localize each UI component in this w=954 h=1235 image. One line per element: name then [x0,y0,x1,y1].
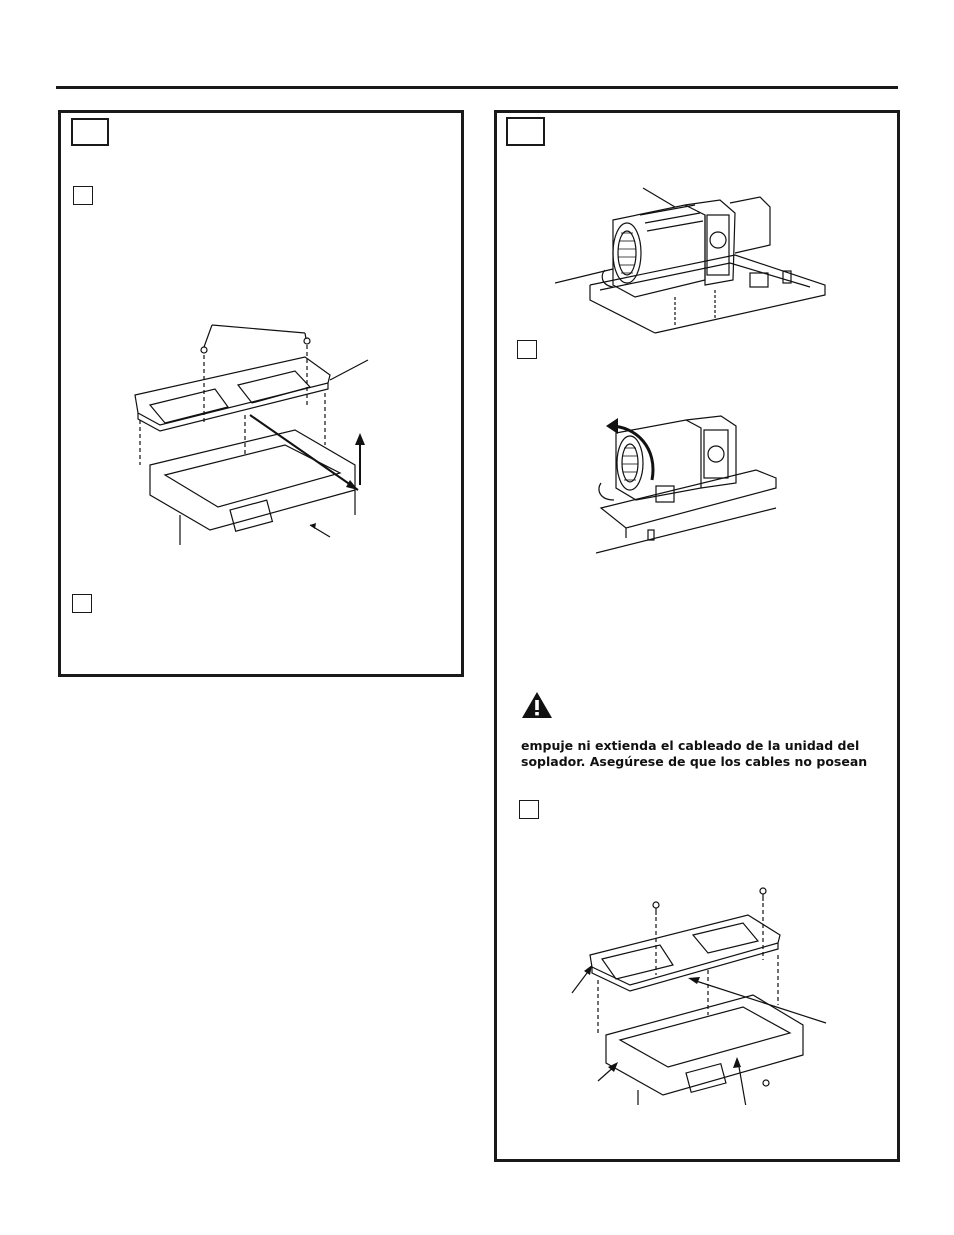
mounting-plate-install-illustration [571,887,827,1105]
substep-box-left-2 [72,594,92,613]
warning-line-1: empuje ni extienda el cableado de la uni… [521,738,860,753]
substep-box-right-2 [519,800,539,819]
substep-box-left-1 [73,186,93,205]
blower-rotation-illustration [596,415,777,554]
blower-unit-illustration [555,187,826,334]
step-number-box-right [506,117,545,146]
mounting-plate-removal-illustration [134,324,369,545]
warning-text: empuje ni extienda el cableado de la uni… [521,738,881,770]
substep-box-right-1 [517,340,537,359]
left-panel [58,110,464,677]
step-number-box-left [71,118,109,146]
right-panel [494,110,900,1162]
header-rule [56,86,898,89]
warning-line-2: soplador. Asegúrese de que los cables no… [521,754,868,769]
warning-triangle-icon [522,692,552,718]
